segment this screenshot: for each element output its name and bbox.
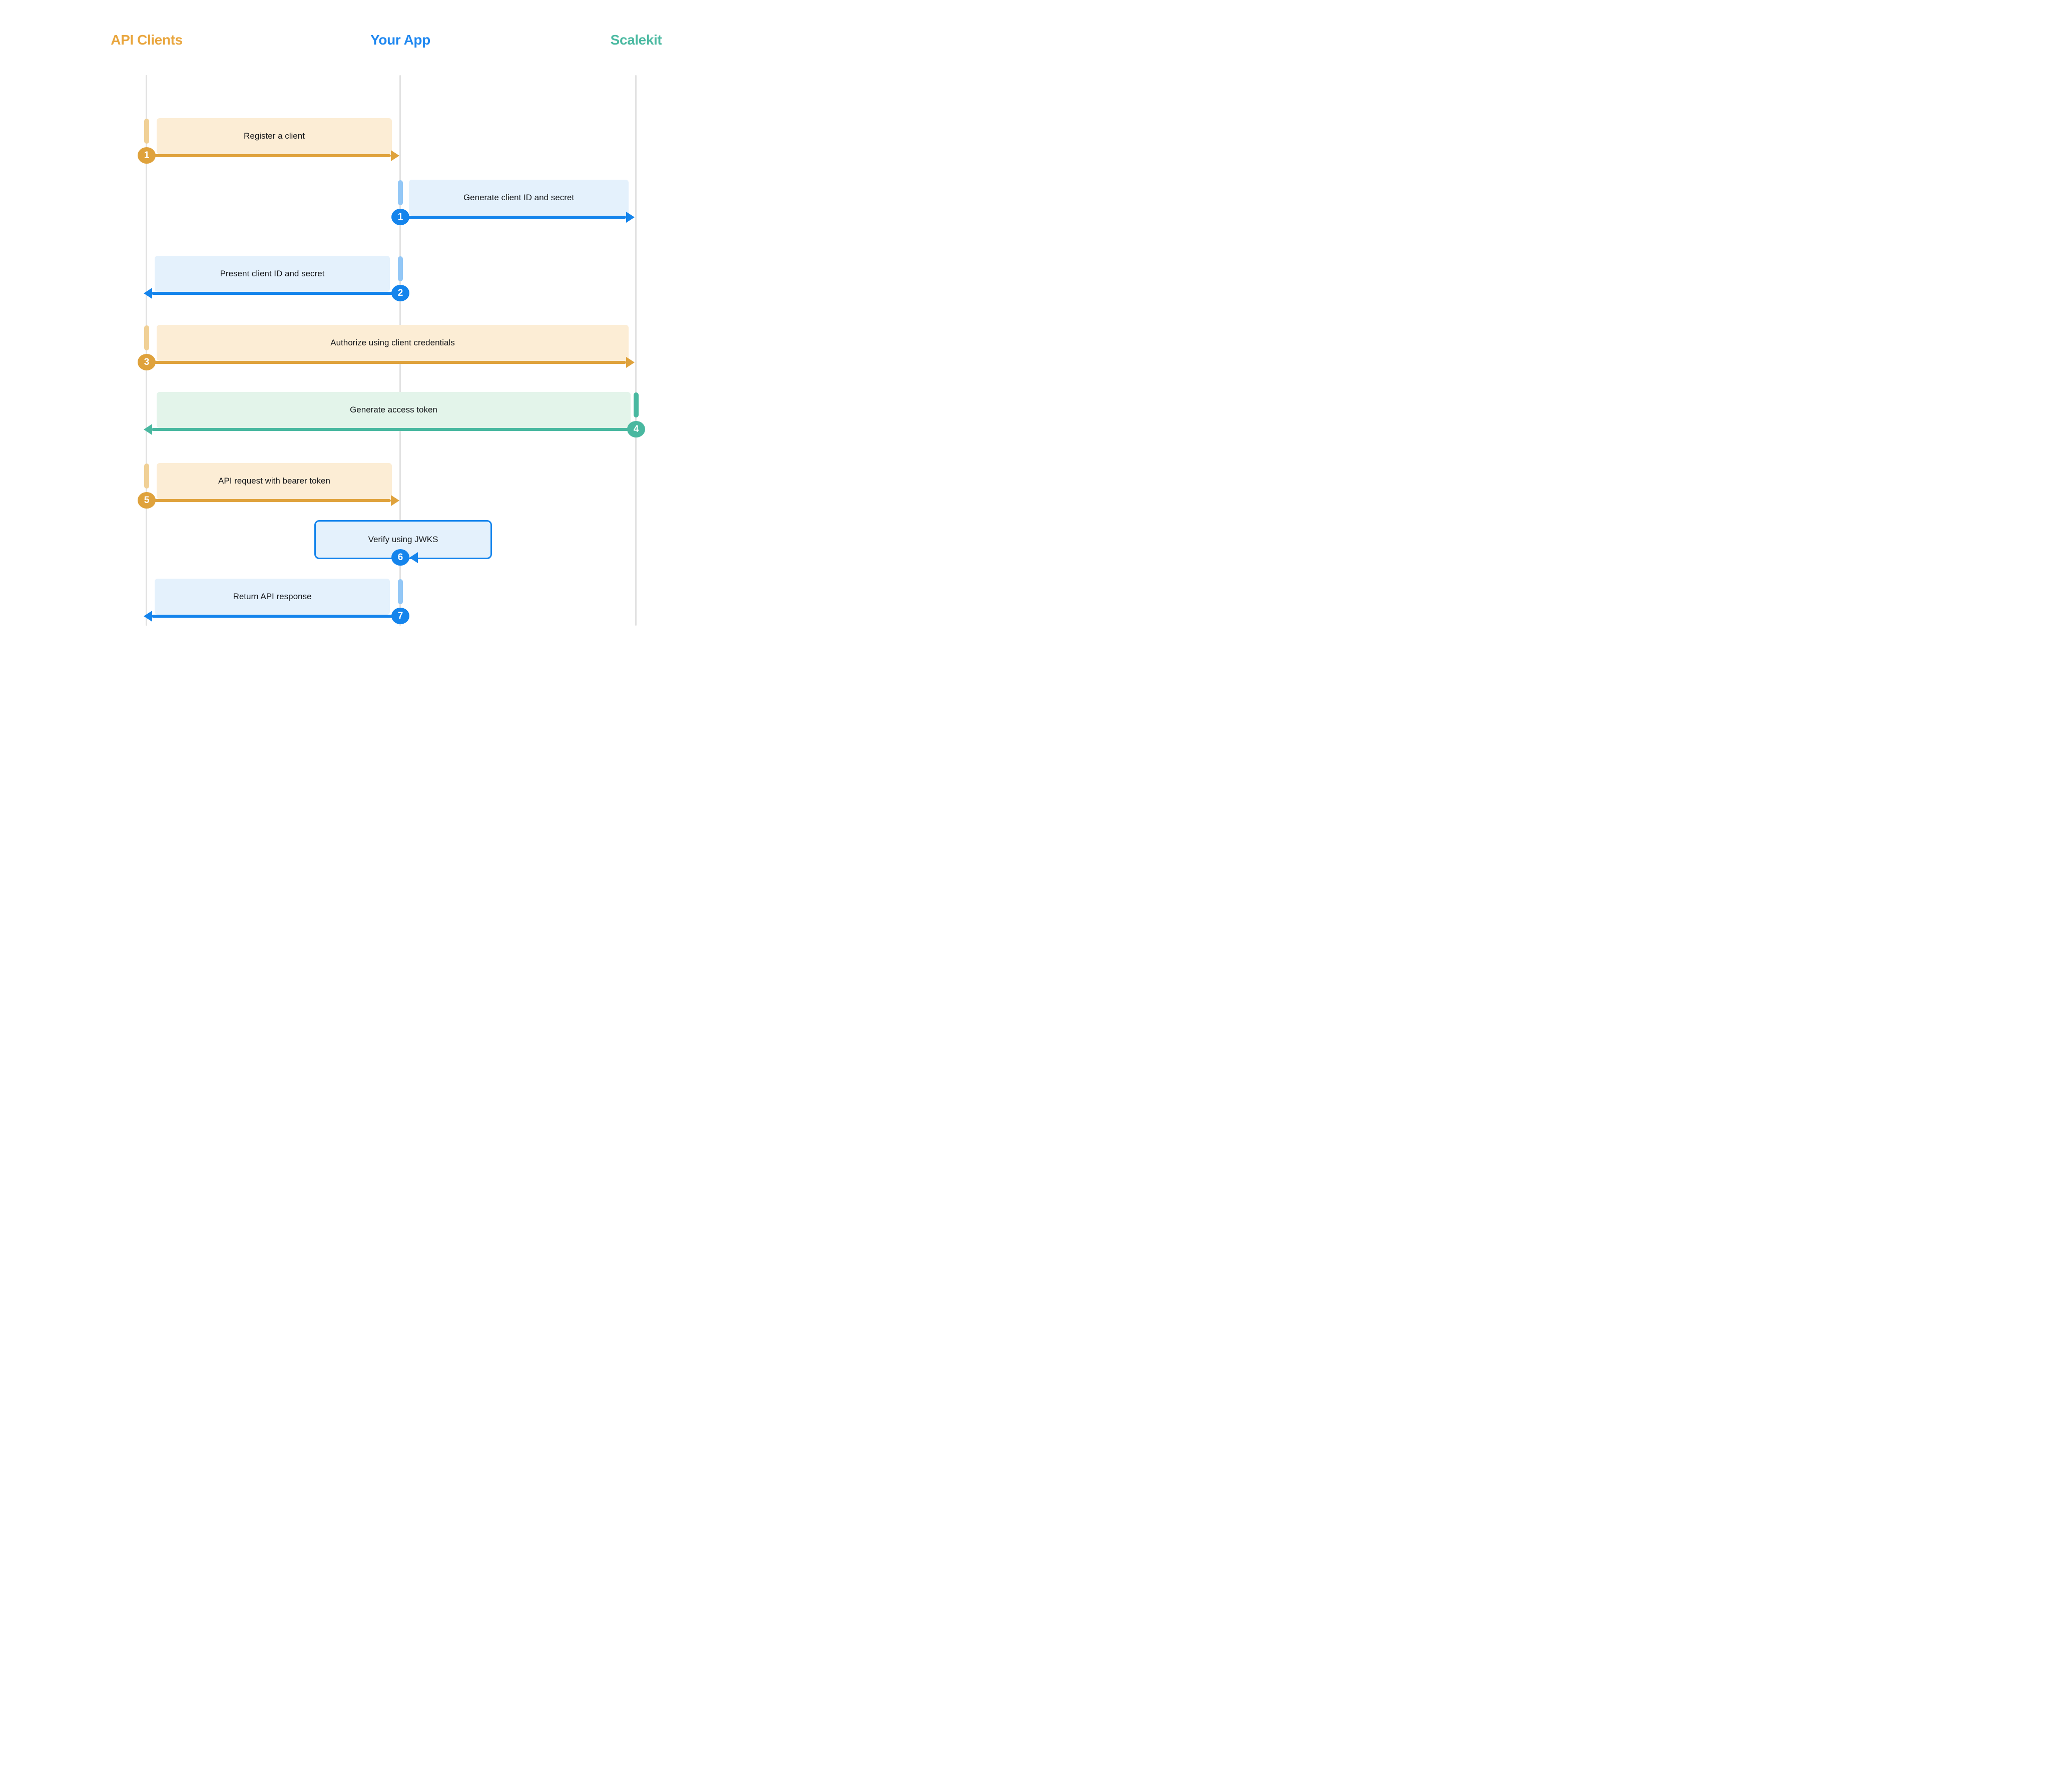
arrowhead-right-icon [391, 495, 399, 506]
message-label: Authorize using client credentials [330, 338, 455, 347]
arrowhead-left-icon [409, 552, 418, 563]
step-badge: 4 [627, 421, 645, 437]
message-arrow-line [147, 499, 391, 502]
message-label: Register a client [244, 131, 305, 141]
step-badge: 1 [391, 209, 409, 225]
message-arrow-line [400, 216, 626, 219]
message-arrow-line [147, 361, 626, 364]
step-badge: 2 [391, 285, 409, 301]
activation-bar-your-app [398, 256, 403, 281]
step-badge: 1 [138, 147, 156, 164]
message-arrow-line [152, 615, 400, 618]
sequence-diagram: API Clients Your App Scalekit Register a… [0, 0, 777, 669]
message-box-return-api-response: Return API response [155, 579, 390, 615]
message-label: Generate access token [350, 405, 437, 414]
message-label: Present client ID and secret [220, 269, 325, 278]
activation-bar-scalekit [634, 392, 639, 417]
message-box-generate-client-id-and-secret: Generate client ID and secret [409, 180, 629, 216]
message-box-api-request-with-bearer-token: API request with bearer token [157, 463, 392, 499]
activation-bar-api-clients [144, 464, 149, 489]
step-badge: 5 [138, 492, 156, 509]
arrowhead-left-icon [144, 424, 152, 435]
message-arrow-line [152, 428, 636, 431]
arrowhead-left-icon [144, 611, 152, 622]
arrowhead-left-icon [144, 288, 152, 299]
message-box-generate-access-token: Generate access token [157, 392, 631, 428]
message-box-register-a-client: Register a client [157, 118, 392, 154]
lifeline-api-clients [146, 75, 147, 626]
message-box-present-client-id-and-secret: Present client ID and secret [155, 256, 390, 292]
message-label: Verify using JWKS [368, 535, 438, 544]
message-label: Generate client ID and secret [463, 193, 575, 202]
actor-label-scalekit: Scalekit [610, 32, 662, 48]
step-badge: 6 [391, 549, 409, 566]
message-label: API request with bearer token [218, 476, 330, 486]
message-arrow-line [152, 292, 400, 295]
step-badge: 7 [391, 608, 409, 624]
arrowhead-right-icon [626, 357, 635, 368]
activation-bar-your-app [398, 579, 403, 604]
step-badge: 3 [138, 354, 156, 370]
activation-bar-api-clients [144, 119, 149, 144]
activation-bar-your-app [398, 180, 403, 205]
message-label: Return API response [233, 592, 312, 601]
message-box-authorize-using-client-credentials: Authorize using client credentials [157, 325, 629, 361]
message-arrow-line [147, 154, 391, 157]
lifeline-scalekit [635, 75, 637, 626]
actor-label-your-app: Your App [370, 32, 430, 48]
arrowhead-right-icon [391, 150, 399, 161]
arrowhead-right-icon [626, 212, 635, 223]
actor-label-api-clients: API Clients [111, 32, 183, 48]
activation-bar-api-clients [144, 325, 149, 350]
